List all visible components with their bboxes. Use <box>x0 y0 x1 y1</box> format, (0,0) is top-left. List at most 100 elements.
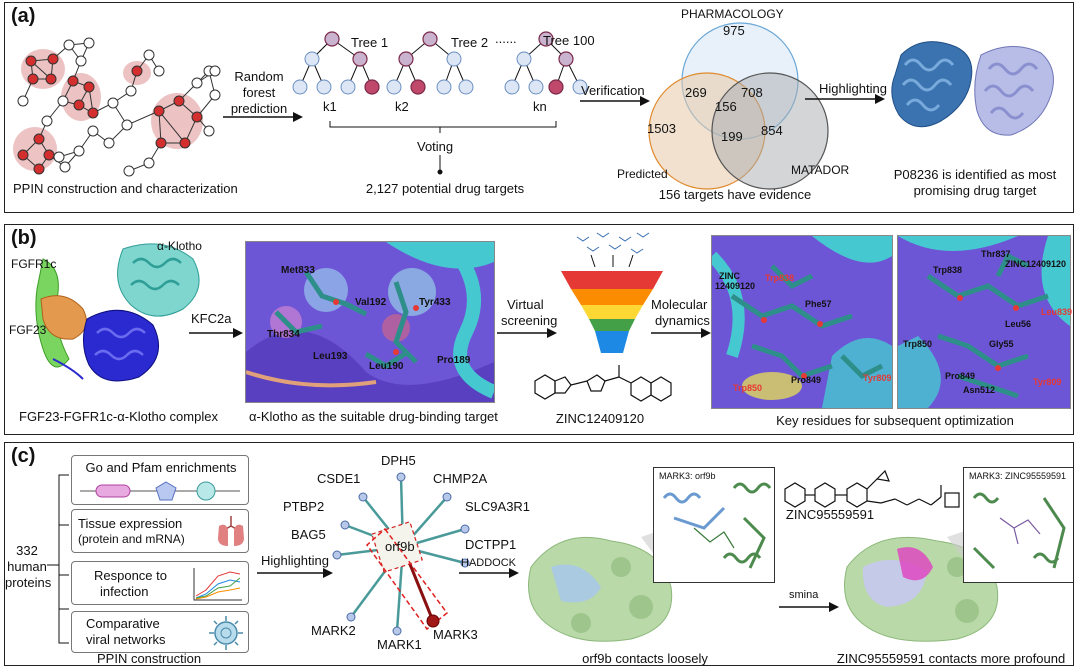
residue-leu193: Leu193 <box>313 351 348 362</box>
node-bag5: BAG5 <box>291 527 326 542</box>
orf9b-caption: orf9b contacts loosely <box>582 651 708 666</box>
venn-value-975: 975 <box>723 23 745 38</box>
tree-100-label: Tree 100 <box>543 33 595 48</box>
tree-1-label: Tree 1 <box>351 35 389 50</box>
venn-diagram <box>648 22 829 190</box>
venn-value-156: 156 <box>715 99 737 114</box>
residue-thr834: Thr834 <box>267 329 300 340</box>
venn-value-854: 854 <box>761 123 783 138</box>
binding-caption: α-Klotho as the suitable drug-binding ta… <box>249 409 498 424</box>
tissue-label-1: Tissue expression <box>78 516 183 531</box>
virtual-label-1: Virtual <box>507 297 544 312</box>
node-ptbp2: PTBP2 <box>283 499 325 514</box>
node-chmp2a: CHMP2A <box>433 471 488 486</box>
md1-phe57: Phe57 <box>805 299 832 309</box>
residue-leu190: Leu190 <box>369 361 404 372</box>
human-label: human <box>7 559 47 574</box>
inset-mark3-orf9b <box>653 467 775 583</box>
virus-icon <box>209 616 243 650</box>
md1-zinc-number: 12409120 <box>715 281 756 291</box>
p08236-protein-structure <box>891 41 1054 136</box>
node-dctpp1: DCTPP1 <box>465 537 517 552</box>
md2-zinc-label: ZINC12409120 <box>1005 259 1067 269</box>
infection-label-1: Responce to <box>94 568 167 583</box>
md2-leu56: Leu56 <box>1005 319 1032 329</box>
md2-tyr809: Tyr809 <box>1033 377 1062 387</box>
tree-dots: ...... <box>495 31 517 46</box>
evidence-caption: 156 targets have evidence <box>658 187 812 202</box>
fgfr1c-label: FGFR1c <box>11 257 57 271</box>
identified-line-1: P08236 is identified as most <box>893 167 1057 182</box>
inset2-title: MARK3: ZINC95559591 <box>969 471 1067 481</box>
panel-a-label: (a) <box>11 5 36 27</box>
md2-trp838: Trp838 <box>933 265 963 275</box>
infection-label-2: infection <box>100 584 149 599</box>
md1-trp838: Trp838 <box>765 273 795 283</box>
panel-c-label: (c) <box>11 445 36 467</box>
node-mark1: MARK1 <box>377 637 422 652</box>
venn-value-269: 269 <box>685 85 707 100</box>
verification-arrow <box>580 96 650 106</box>
highlighting-c-arrow <box>257 568 333 578</box>
tissue-label-2: (protein and mRNA) <box>78 532 185 546</box>
panel-a: (a) <box>4 2 1074 213</box>
kfc2a-label: KFC2a <box>191 311 232 326</box>
md2-trp850: Trp850 <box>903 339 933 349</box>
tissue-expression-box: Tissue expression (protein and mRNA) <box>71 509 249 553</box>
highlighting-c-label: Highlighting <box>261 553 329 568</box>
rf-label-1: Random <box>234 69 284 84</box>
orf9b-network <box>332 472 470 636</box>
panel-b-label: (b) <box>11 227 37 249</box>
key-residues-caption: Key residues for subsequent optimization <box>776 413 1014 428</box>
zinc-docking-surface <box>844 527 999 642</box>
potential-targets-label: 2,127 potential drug targets <box>365 181 525 196</box>
go-pfam-box: Go and Pfam enrichments <box>71 455 249 505</box>
md1-tyr809: Tyr809 <box>863 373 892 383</box>
identified-line-2: promising drug target <box>913 183 1037 198</box>
residue-tyr433: Tyr433 <box>419 297 451 308</box>
smina-label: smina <box>789 589 819 601</box>
rf-label-2: forest <box>242 85 276 100</box>
zinc-name: ZINC95559591 <box>785 507 875 522</box>
zinc95559591-structure <box>784 469 960 508</box>
panel-b: (b) α-Klotho FGFR1c FGF23 FGF23-FGFR1c-α… <box>4 224 1074 435</box>
human-count: 332 <box>16 543 38 558</box>
node-mark2: MARK2 <box>311 623 356 638</box>
haddock-arrow <box>459 568 519 578</box>
venn-predicted-label: Predicted <box>617 167 668 181</box>
tree-2-label: Tree 2 <box>451 35 489 50</box>
md2-thr837: Thr837 <box>981 249 1011 259</box>
md1-pro849: Pro849 <box>791 375 822 385</box>
md1-zinc-label: ZINC <box>719 271 740 281</box>
venn-value-1503: 1503 <box>647 121 676 136</box>
inset-mark3-zinc <box>963 467 1073 583</box>
go-pfam-label: Go and Pfam enrichments <box>85 460 237 475</box>
fgf23-label: FGF23 <box>9 323 47 337</box>
fgf23-complex-structure <box>35 243 200 382</box>
md2-gly55: Gly55 <box>989 339 1014 349</box>
haddock-label: HADDOCK <box>461 557 517 569</box>
node-mark3: MARK3 <box>433 627 478 642</box>
md1-trp850: Trp850 <box>733 383 763 393</box>
k2-label: k2 <box>395 99 409 114</box>
zinc-caption: ZINC95559591 contacts more profound <box>836 651 1066 666</box>
viral-networks-box: Comparative viral networks <box>71 611 249 653</box>
highlighting-a-arrow <box>805 94 885 104</box>
random-forest-trees <box>292 31 588 133</box>
lungs-icon <box>218 516 244 546</box>
venn-matador-label: MATADOR <box>791 163 850 177</box>
screening-funnel <box>561 232 663 353</box>
ligand-structure <box>534 365 672 402</box>
node-csde1: CSDE1 <box>317 471 361 486</box>
complex-caption: FGF23-FGFR1c-α-Klotho complex <box>19 409 218 424</box>
voting-label: Voting <box>417 139 454 154</box>
verification-label: Verification <box>581 83 645 98</box>
highlighting-a-label: Highlighting <box>819 81 887 96</box>
node-slc9a3r1: SLC9A3R1 <box>465 499 531 514</box>
md2-pro849: Pro849 <box>945 371 976 381</box>
domain-shapes-icon <box>80 481 240 501</box>
virtual-label-2: screening <box>501 313 558 328</box>
infection-chart-icon <box>193 568 242 601</box>
md2-asn512: Asn512 <box>963 385 996 395</box>
venn-value-708: 708 <box>741 85 763 100</box>
